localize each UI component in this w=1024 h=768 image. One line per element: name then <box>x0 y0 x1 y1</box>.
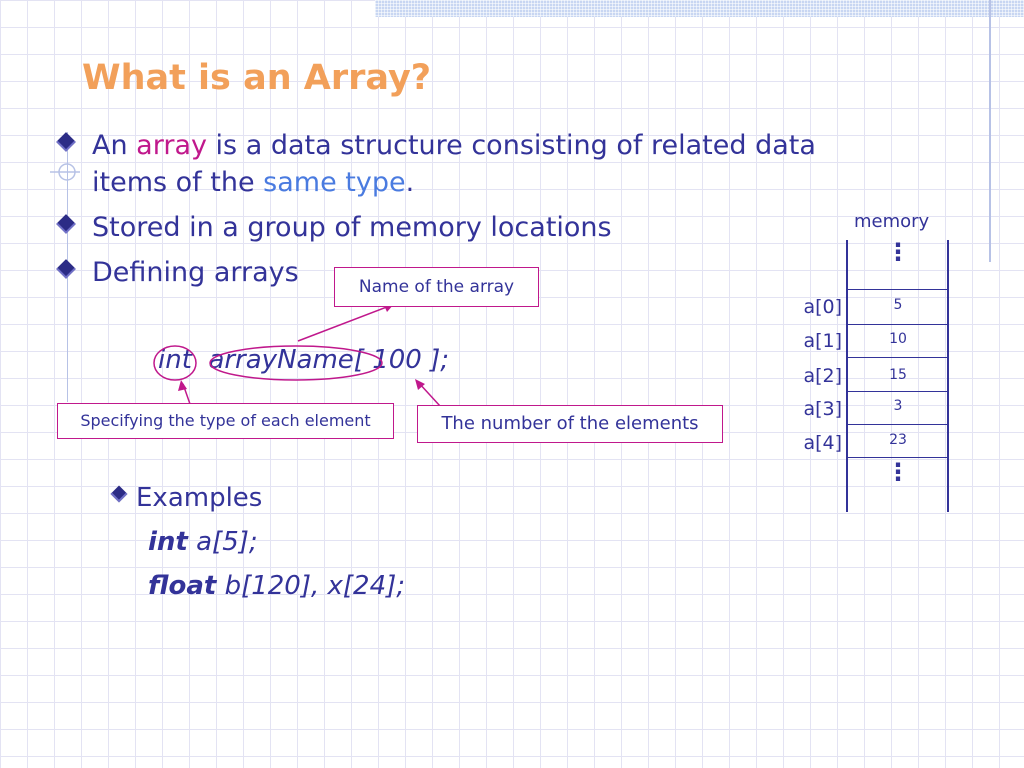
name-callout-arrow <box>297 304 393 342</box>
bullet-defining-arrays: Defining arrays <box>92 257 299 288</box>
bullet-memory-locations: Stored in a group of memory locations <box>92 212 612 243</box>
memory-cell-value: 10 <box>889 331 907 347</box>
type-callout-arrowhead <box>178 380 187 391</box>
memory-cell-divider <box>847 457 948 458</box>
memory-cell-divider <box>847 424 948 425</box>
example-text: a[5]; <box>187 527 258 557</box>
callout-array-name: Name of the array <box>334 267 539 307</box>
memory-index-label: a[1] <box>803 330 842 352</box>
ellipsis-bottom-icon: ⋮ <box>886 458 910 486</box>
memory-index-label: a[2] <box>803 365 842 387</box>
bullet-text: is a data structure consisting of relate… <box>206 130 816 161</box>
memory-index-label: a[4] <box>803 432 842 454</box>
declaration-name: arrayName <box>208 345 354 375</box>
memory-cell-divider <box>847 391 948 392</box>
memory-cell-value: 23 <box>889 432 907 448</box>
memory-cell-value: 5 <box>893 297 903 313</box>
memory-cell-divider <box>847 357 948 358</box>
example-float-array: float b[120], x[24]; <box>148 571 405 601</box>
callout-element-type: Specifying the type of each element <box>57 403 394 439</box>
highlight-array: array <box>136 130 207 161</box>
keyword-int: int <box>148 527 188 557</box>
example-text: b[120], x[24]; <box>216 571 406 601</box>
keyword-float: float <box>148 571 217 601</box>
memory-left-wall <box>846 240 848 512</box>
crosshair-icon <box>50 163 80 181</box>
memory-label: memory <box>854 211 930 232</box>
highlight-same-type: same type <box>263 167 406 198</box>
memory-index-label: a[0] <box>803 296 842 318</box>
bullet-array-definition: An array is a data structure consisting … <box>92 128 816 164</box>
memory-cell-divider <box>847 289 948 290</box>
bullet-text: items of the <box>92 167 264 198</box>
diamond-bullet-icon <box>56 214 76 234</box>
diamond-bullet-icon <box>110 485 128 503</box>
callout-element-count: The number of the elements <box>417 405 723 443</box>
declaration-size: [ 100 ]; <box>353 345 449 375</box>
decorative-top-band <box>375 0 1024 17</box>
examples-heading: Examples <box>136 483 263 513</box>
memory-index-label: a[3] <box>803 398 842 420</box>
memory-cell-value: 15 <box>889 367 907 383</box>
diamond-bullet-icon <box>56 259 76 279</box>
bullet-text: An <box>92 130 137 161</box>
memory-right-wall <box>947 240 949 512</box>
count-callout-arrow <box>417 381 441 407</box>
bullet-array-definition-line2: items of the same type. <box>92 165 414 201</box>
count-callout-arrowhead <box>415 379 425 390</box>
array-declaration: int arrayName[ 100 ]; <box>158 345 449 375</box>
memory-cell-divider <box>847 324 948 325</box>
declaration-type: int <box>158 345 192 375</box>
decorative-right-line <box>989 0 991 262</box>
bullet-text: . <box>405 167 415 198</box>
type-callout-arrow <box>182 383 191 405</box>
ellipsis-top-icon: ⋮ <box>886 238 910 266</box>
memory-cell-value: 3 <box>893 398 903 414</box>
slide-title: What is an Array? <box>82 58 432 98</box>
diamond-bullet-icon <box>56 132 76 152</box>
example-int-array: int a[5]; <box>148 527 258 557</box>
